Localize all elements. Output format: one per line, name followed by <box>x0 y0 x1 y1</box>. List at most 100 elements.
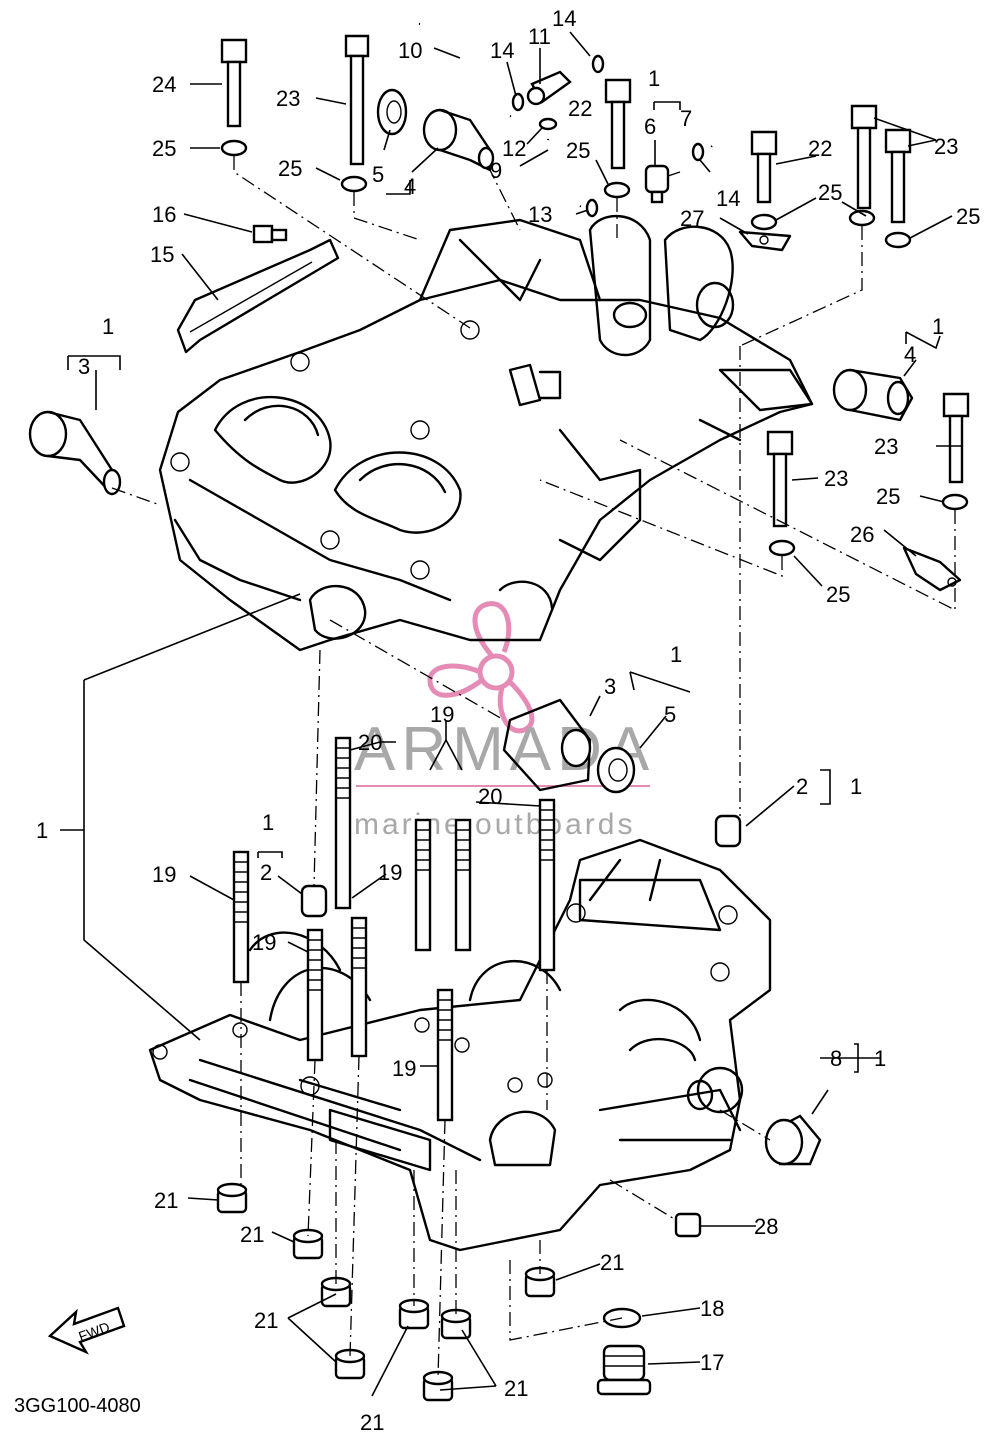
lower-crankcase <box>148 838 772 1252</box>
clamp-13 <box>585 198 599 218</box>
seal-5 <box>376 88 408 136</box>
callout-11: 11 <box>528 24 551 49</box>
callout-14: 14 <box>490 38 514 63</box>
callout-16: 16 <box>152 202 176 227</box>
callout-23: 23 <box>824 466 848 491</box>
callout-14: 14 <box>552 6 576 31</box>
callout-22: 22 <box>808 136 832 161</box>
leader-lines <box>60 31 962 1397</box>
nut-21 <box>292 1228 324 1260</box>
plug-28 <box>674 1212 702 1238</box>
callout-4: 4 <box>404 174 416 199</box>
callout-23: 23 <box>934 134 958 159</box>
callout-1: 1 <box>262 810 274 835</box>
bushing-3 <box>28 410 122 496</box>
callout-1: 1 <box>102 314 114 339</box>
washer-25 <box>884 231 912 249</box>
callout-3: 3 <box>604 674 616 699</box>
washer-25 <box>220 139 248 157</box>
stud-19 <box>454 818 472 952</box>
washer-25 <box>603 181 631 199</box>
washers <box>220 139 969 557</box>
drain-plug-17 <box>596 1344 652 1396</box>
callout-9: 9 <box>490 158 502 183</box>
bolt-23 <box>766 430 794 528</box>
bushing-4 <box>832 368 914 422</box>
callout-19: 19 <box>152 862 176 887</box>
callout-23: 23 <box>276 86 300 111</box>
callout-20: 20 <box>478 784 502 809</box>
callout-21: 21 <box>154 1188 178 1213</box>
bolt-24 <box>220 38 248 128</box>
callout-25: 25 <box>566 138 590 163</box>
nut-21 <box>440 1308 472 1340</box>
seal-5 <box>596 746 636 794</box>
callout-1: 1 <box>874 1046 886 1071</box>
bolt-23 <box>344 34 370 166</box>
callout-17: 17 <box>700 1350 724 1375</box>
mount-bushings <box>28 88 914 1166</box>
clamp-14 <box>591 54 605 74</box>
callout-23: 23 <box>874 434 898 459</box>
stud-19 <box>414 818 432 952</box>
callout-10: 10 <box>398 38 422 63</box>
bushing-4 <box>422 108 495 172</box>
callout-8: 8 <box>830 1046 842 1071</box>
screw-16 <box>252 224 288 244</box>
callout-22: 22 <box>568 96 592 121</box>
callout-2: 2 <box>260 860 272 885</box>
callout-3: 3 <box>78 354 90 379</box>
callout-26: 26 <box>850 522 874 547</box>
hoses <box>252 20 745 244</box>
callout-1: 1 <box>670 642 682 667</box>
callout-25: 25 <box>956 204 980 229</box>
bracket-26 <box>902 546 962 592</box>
callout-25: 25 <box>818 180 842 205</box>
callout-21: 21 <box>240 1222 264 1247</box>
callout-7: 7 <box>680 106 692 131</box>
callout-numbers: 24 23 25 25 5 4 16 15 1 3 10 14 11 14 22… <box>36 6 980 1435</box>
callout-18: 18 <box>700 1296 724 1321</box>
washer-25 <box>750 213 778 231</box>
o-ring-12 <box>538 117 558 131</box>
clamp-14 <box>691 142 705 162</box>
callout-1: 1 <box>932 314 944 339</box>
washer-25 <box>768 539 796 557</box>
callout-25: 25 <box>278 156 302 181</box>
fitting-11 <box>526 70 572 106</box>
bolt-22 <box>604 78 632 170</box>
washer-25 <box>848 209 876 227</box>
callout-12: 12 <box>502 136 526 161</box>
callout-25: 25 <box>876 484 900 509</box>
callout-15: 15 <box>150 242 174 267</box>
bolt-23 <box>884 128 912 224</box>
upper-crankcase <box>158 215 814 652</box>
bracket-27 <box>738 230 792 252</box>
callout-19: 19 <box>392 1056 416 1081</box>
bushing-3 <box>502 698 592 792</box>
callout-5: 5 <box>372 162 384 187</box>
bolts <box>220 34 970 528</box>
callout-20: 20 <box>358 730 382 755</box>
bolt-23 <box>942 392 970 484</box>
callout-19: 19 <box>378 860 402 885</box>
callout-25: 25 <box>152 136 176 161</box>
dowel-2 <box>300 884 328 918</box>
callout-5: 5 <box>664 702 676 727</box>
callout-21: 21 <box>600 1250 624 1275</box>
dowel-2 <box>714 814 742 848</box>
callout-6: 6 <box>644 114 656 139</box>
callout-19: 19 <box>430 702 454 727</box>
callout-1: 1 <box>36 818 48 843</box>
bolt-23 <box>850 104 878 210</box>
callout-25: 25 <box>826 582 850 607</box>
callout-1: 1 <box>648 66 660 91</box>
callout-13: 13 <box>528 202 552 227</box>
stud-20 <box>334 736 352 910</box>
nut-21 <box>216 1182 248 1214</box>
clamp-14 <box>511 92 525 112</box>
fwd-arrow-icon: FWD <box>47 1306 126 1355</box>
callout-4: 4 <box>904 342 916 367</box>
assembly-lines <box>111 156 956 1379</box>
